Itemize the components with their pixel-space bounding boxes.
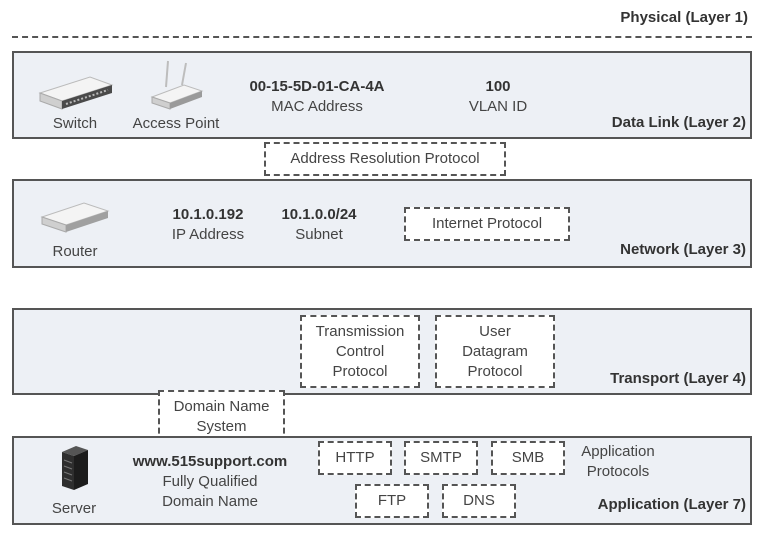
ip-address-value: 10.1.0.192 bbox=[172, 206, 244, 223]
router-label: Router bbox=[52, 243, 98, 260]
internet-protocol-box: Internet Protocol bbox=[404, 207, 570, 241]
network-layer-title: Network (Layer 3) bbox=[620, 241, 746, 258]
switch-icon bbox=[38, 76, 114, 110]
subnet-block: 10.1.0.0/24 Subnet bbox=[270, 205, 368, 245]
fqdn-block: www.515support.com Fully Qualified Domai… bbox=[118, 452, 302, 512]
router-icon bbox=[40, 202, 110, 233]
tcp-box: Transmission Control Protocol bbox=[300, 315, 420, 388]
access-point-label: Access Point bbox=[132, 115, 220, 132]
subnet-caption: Subnet bbox=[295, 226, 343, 243]
tcp-line: Protocol bbox=[332, 362, 388, 380]
server-label: Server bbox=[51, 500, 97, 517]
dns-box: DNS bbox=[442, 484, 516, 518]
http-box: HTTP bbox=[318, 441, 392, 475]
smb-box: SMB bbox=[491, 441, 565, 475]
subnet-value: 10.1.0.0/24 bbox=[281, 206, 357, 223]
udp-line: Datagram bbox=[462, 342, 528, 360]
fqdn-caption-line: Domain Name bbox=[162, 493, 258, 510]
dns-system-line: System bbox=[196, 417, 247, 435]
smtp-box: SMTP bbox=[404, 441, 478, 475]
application-layer-title: Application (Layer 7) bbox=[597, 496, 746, 513]
ip-address-block: 10.1.0.192 IP Address bbox=[160, 205, 256, 245]
vlan-block: 100 VLAN ID bbox=[458, 77, 538, 117]
mac-address-value: 00-15-5D-01-CA-4A bbox=[249, 78, 385, 95]
fqdn-caption-line: Fully Qualified bbox=[162, 473, 258, 490]
vlan-id-caption: VLAN ID bbox=[468, 98, 528, 115]
udp-box: User Datagram Protocol bbox=[435, 315, 555, 388]
network-layer: Router 10.1.0.192 IP Address 10.1.0.0/24… bbox=[12, 179, 752, 268]
ftp-box: FTP bbox=[355, 484, 429, 518]
dns-system-line: Domain Name bbox=[173, 397, 270, 415]
tcp-line: Control bbox=[335, 342, 385, 360]
transport-layer-title: Transport (Layer 4) bbox=[610, 370, 746, 387]
arp-box: Address Resolution Protocol bbox=[264, 142, 506, 176]
physical-layer-title: Physical (Layer 1) bbox=[620, 9, 748, 26]
data-link-layer-title: Data Link (Layer 2) bbox=[611, 114, 746, 131]
application-protocols-line: Protocols bbox=[586, 463, 650, 480]
physical-layer-line bbox=[12, 36, 752, 38]
dns-system-box: Domain Name System bbox=[158, 390, 285, 443]
tcp-line: Transmission bbox=[315, 322, 405, 340]
fqdn-value: www.515support.com bbox=[132, 453, 288, 470]
access-point-icon bbox=[150, 60, 204, 110]
udp-line: Protocol bbox=[467, 362, 523, 380]
application-protocols-line: Application bbox=[581, 443, 655, 460]
ip-address-caption: IP Address bbox=[171, 226, 245, 243]
vlan-id-value: 100 bbox=[485, 78, 511, 95]
application-protocols-caption: Application Protocols bbox=[570, 442, 666, 482]
server-icon bbox=[62, 446, 88, 490]
data-link-layer: Switch Access Point 00-15-5D-01-CA-4A MA… bbox=[12, 51, 752, 139]
mac-address-block: 00-15-5D-01-CA-4A MAC Address bbox=[238, 77, 396, 117]
mac-address-caption: MAC Address bbox=[271, 98, 363, 115]
switch-label: Switch bbox=[52, 115, 98, 132]
udp-line: User bbox=[479, 322, 511, 340]
